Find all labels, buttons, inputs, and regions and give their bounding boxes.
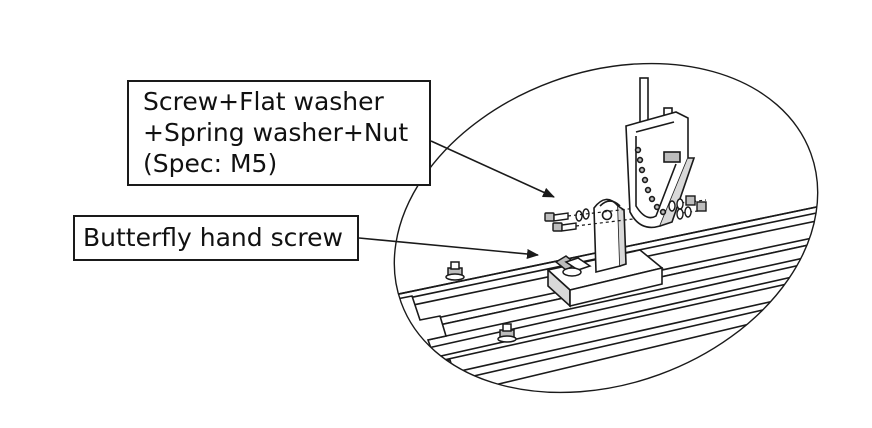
leader-arrow-butterfly xyxy=(358,237,539,259)
callout-line-3: (Spec: M5) xyxy=(143,149,278,178)
m5-nut-set-right xyxy=(668,195,707,220)
rail-nut-lower xyxy=(497,323,517,343)
callout-line-2: +Spring washer+Nut xyxy=(143,118,409,147)
detail-ellipse-outline xyxy=(393,62,819,394)
butterfly-hand-screw xyxy=(554,255,592,277)
upright-bracket xyxy=(593,198,627,274)
callout-line-1: Screw+Flat washer xyxy=(143,87,384,116)
callout-screw-washer-nut: Screw+Flat washer +Spring washer+Nut (Sp… xyxy=(127,80,431,186)
detail-view xyxy=(369,77,851,421)
callout-butterfly-hand-screw: Butterfly hand screw xyxy=(73,215,359,261)
m5-screw-set-left xyxy=(544,208,590,232)
callout-butterfly-label: Butterfly hand screw xyxy=(83,223,343,252)
u-bolt-clamp xyxy=(625,77,696,229)
rail-profile xyxy=(369,199,851,421)
leader-arrow-screw-set xyxy=(430,140,555,198)
rail-nut-left xyxy=(445,261,465,281)
